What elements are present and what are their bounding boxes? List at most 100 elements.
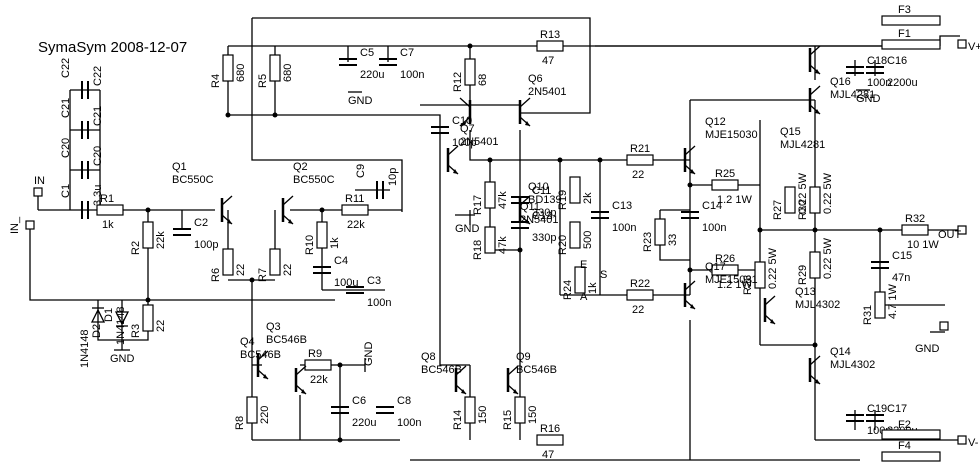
svg-text:GND: GND — [348, 95, 373, 107]
resistor-icon — [304, 359, 332, 371]
resistor-icon — [901, 224, 929, 236]
capacitor-value: 100n — [397, 417, 421, 429]
terminal-vplus-label: V+ — [968, 41, 980, 53]
resistor-value: 680 — [235, 64, 247, 82]
capacitor-value: 100n — [400, 69, 424, 81]
resistor-icon — [464, 58, 476, 86]
resistor-name: R6 — [210, 268, 222, 282]
resistor-icon — [874, 291, 886, 319]
resistor-icon — [142, 304, 154, 332]
resistor-value: 22k — [347, 219, 365, 231]
resistor-icon — [809, 251, 821, 279]
transistor-name: Q2 — [293, 161, 308, 173]
resistor-r21: R21 22 — [626, 143, 654, 181]
resistor-icon — [222, 54, 234, 82]
resistor-r3: R3 22 — [130, 304, 167, 338]
trimmer-pin-e: E — [580, 259, 587, 271]
resistor-icon — [269, 248, 281, 276]
transistor-part: MJL4302 — [830, 359, 875, 371]
capacitor-value: 100n — [867, 77, 891, 89]
transistor-name: Q12 — [705, 116, 726, 128]
terminals: IN IN_ V+ V- OUT — [9, 39, 980, 449]
resistor-icon — [626, 154, 654, 166]
svg-text:GND: GND — [455, 223, 480, 235]
capacitor-name: C17 — [887, 403, 907, 415]
resistor-icon — [711, 264, 739, 276]
f1-label: F1 — [898, 28, 911, 40]
resistor-icon — [574, 266, 586, 294]
transistors: Q1BC550CQ2BC550CQ3BC546BQ4BC546BQ62N5401… — [172, 45, 875, 395]
capacitor-value: C21 — [92, 106, 104, 126]
resistor-value: 22 — [155, 320, 167, 332]
diodes: D1 1N4148 D2 1N4148 — [79, 306, 130, 368]
resistor-name: R32 — [905, 213, 925, 225]
resistor-value: 22 — [632, 169, 644, 181]
f3-label: F3 — [898, 4, 911, 16]
transistor-part: BC546B — [240, 349, 281, 361]
resistor-name: R21 — [630, 143, 650, 155]
transistor-name: Q6 — [528, 73, 543, 85]
resistor-value: 1.2 1W — [717, 194, 752, 206]
resistor-name: R12 — [452, 72, 464, 92]
schematic-title: SymaSym 2008-12-07 — [38, 39, 187, 56]
resistor-name: R30 — [797, 200, 809, 220]
capacitor-name: C6 — [352, 395, 366, 407]
resistor-icon — [269, 54, 281, 82]
resistor-name: R31 — [862, 305, 874, 325]
transistor-name: Q3 — [266, 321, 281, 333]
resistor-value: 150 — [527, 406, 539, 424]
capacitor-name: C13 — [612, 200, 632, 212]
resistor-icon — [142, 221, 154, 249]
capacitor-name: C2 — [194, 217, 208, 229]
resistor-name: R13 — [540, 29, 560, 41]
transistor-name: Q15 — [780, 126, 801, 138]
resistor-value: 500 — [582, 231, 594, 249]
d2-part: 1N4148 — [79, 329, 91, 368]
resistor-value: 1.2 1W — [717, 279, 752, 291]
fuse-f3-icon — [881, 15, 941, 26]
resistor-name: R2 — [130, 241, 142, 255]
transistor-part: BC550C — [293, 174, 335, 186]
capacitor-name: C8 — [397, 395, 411, 407]
resistor-name: R3 — [130, 324, 142, 338]
input-ground-terminal-icon — [25, 220, 35, 230]
capacitor-value: 100u — [334, 277, 358, 289]
capacitor-name: C21 — [60, 98, 72, 118]
d1-name: D1 — [103, 308, 115, 322]
resistor-name: R10 — [304, 235, 316, 255]
svg-text:GND: GND — [110, 353, 135, 365]
capacitor-name: C19 — [867, 403, 887, 415]
capacitor-value: 3.3u — [92, 185, 104, 206]
transistor-part: MJE15031 — [705, 274, 758, 286]
capacitor-name: C3 — [367, 275, 381, 287]
